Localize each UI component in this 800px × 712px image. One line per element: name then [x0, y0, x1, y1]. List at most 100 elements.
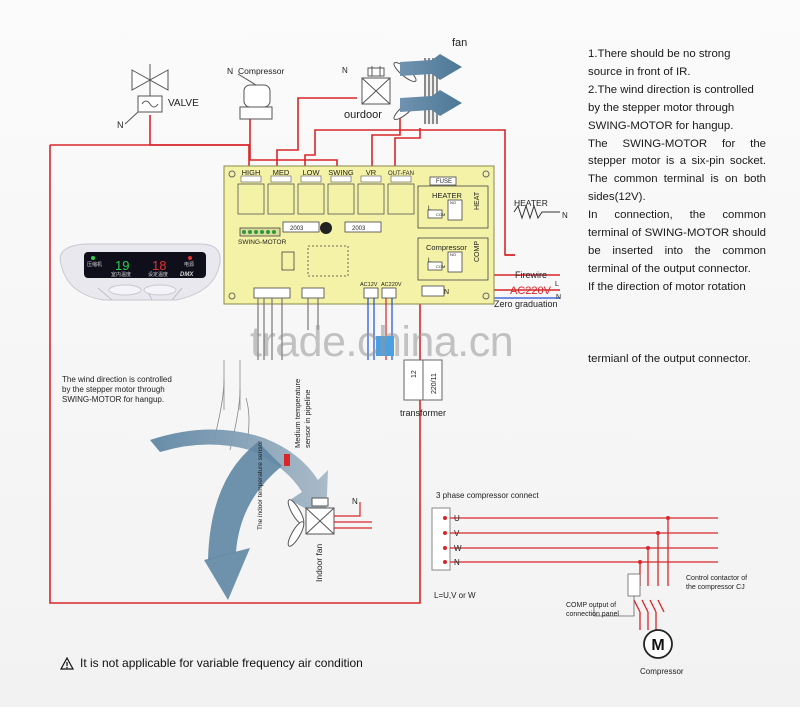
outdoor-fan-motor	[361, 61, 417, 121]
relay-terminal-low	[300, 175, 322, 183]
relay-terminal-swing	[330, 175, 352, 183]
contactor-label-1: Control contactor of	[686, 575, 747, 582]
valve	[124, 64, 169, 125]
relay-out-fan	[387, 183, 415, 215]
board-connectors	[239, 176, 489, 299]
transformer-core	[376, 336, 394, 356]
relay-low	[297, 183, 325, 215]
remote-text-compressor: 压缩机	[87, 261, 102, 268]
note-5: If the direction of motor rotation	[588, 280, 746, 293]
heater-l-label: L	[428, 206, 432, 212]
comp-no-label: NO	[450, 252, 456, 257]
relay-terminal-med	[270, 175, 292, 183]
remote-text-room: 室内温度	[111, 271, 131, 278]
ac12v-label: AC12V	[360, 282, 378, 288]
relay-high	[237, 183, 265, 215]
phase-w-label: W	[454, 544, 462, 553]
relay-label-swing: SWING	[328, 168, 354, 177]
lower-wires	[257, 298, 393, 360]
transformer-label: transformer	[400, 408, 446, 418]
board-n-label: N	[444, 289, 449, 296]
firewire-l-label: L	[555, 281, 559, 288]
transformer-12-label: 12	[411, 370, 418, 378]
transformer-220-label: 220/11	[431, 373, 438, 394]
relay-terminal-vr	[360, 175, 382, 183]
l-uvw-label: L=U,V or W	[434, 591, 476, 600]
note-3: The SWING-MOTOR for the stepper motor is…	[588, 137, 766, 204]
compressor-top-label: Compressor	[238, 66, 284, 76]
indoor-airflow-arrow-head	[204, 548, 250, 600]
comp-l-label: L	[428, 258, 432, 264]
relay-med	[267, 183, 295, 215]
zero-graduation-label: Zero graduation	[494, 299, 558, 309]
comp-output-label-1: COMP output of	[566, 602, 616, 609]
indoor-fan-n-label: N	[352, 497, 358, 506]
heater-resistor	[513, 204, 560, 220]
valve-label: VALVE	[168, 98, 199, 109]
contactor-label-2: the compressor CJ	[686, 584, 745, 591]
ac220v-label: AC220V	[510, 285, 552, 297]
ac220v-board-label: AC220V	[381, 282, 402, 288]
wind-note-line-2: by the stepper motor through	[62, 385, 165, 394]
relay-vr	[357, 183, 385, 215]
phase-v-label: V	[454, 529, 460, 538]
indoor-airflow-arrow-upper	[150, 429, 328, 520]
zero-n-label: N	[556, 294, 561, 301]
warning-icon	[60, 656, 74, 670]
compressor-motor-symbol	[643, 629, 673, 659]
indoor-fan-motor	[287, 497, 335, 547]
wind-note-line-1: The wind direction is controlled	[62, 375, 172, 384]
indoor-fan-wires	[334, 502, 372, 529]
contactor-coil	[627, 573, 641, 597]
relay-label-high: HIGH	[242, 168, 261, 177]
heater-relay-label: HEATER	[432, 191, 462, 200]
compressor-relay-label: Compressor	[426, 243, 467, 252]
remote-text-power: 电源	[184, 261, 194, 268]
chip-label-2: 2003	[352, 226, 366, 232]
remote-room-temp: 19	[115, 258, 129, 273]
comp-output-line	[593, 596, 635, 617]
three-phase-wires	[450, 517, 718, 630]
indoor-sensor-label: The indoor temperature sensor	[257, 440, 264, 530]
comp-output-label-2: connection panel	[566, 611, 619, 618]
heat-label: HEAT	[474, 191, 481, 210]
relay-label-vr: VR	[366, 168, 377, 177]
compressor-n-label: N	[227, 66, 233, 76]
comp-label: COMP	[474, 241, 481, 262]
wind-note-line-3: SWING-MOTOR for hangup.	[62, 395, 164, 404]
note-2: 2.The wind direction is controlled by th…	[588, 83, 754, 132]
relay-terminal-out-fan	[390, 175, 412, 183]
indoor-fan-label: Indoor fan	[314, 543, 324, 582]
pipeline-sensor	[284, 454, 290, 466]
remote-controller	[59, 243, 221, 301]
indoor-airflow-arrow-lower	[208, 442, 282, 560]
warning-text: It is not applicable for variable freque…	[80, 656, 363, 670]
swing-motor-pins	[242, 230, 276, 234]
remote-set-temp: 18	[152, 258, 166, 273]
fuse-label: FUSE	[436, 179, 452, 185]
relay-swing	[327, 183, 355, 215]
fan-arrow-lower	[400, 90, 462, 116]
remote-text-set: 设定温度	[148, 271, 168, 278]
notes-panel: 1.There should be no strong source in fr…	[588, 46, 766, 369]
fan-arrow-upper	[400, 54, 462, 80]
motor-m-label: M	[651, 637, 664, 654]
compressor-bottom-label: Compressor	[640, 667, 684, 676]
heater-label: HEATER	[514, 198, 548, 208]
watermark: trade.china.cn	[250, 318, 514, 366]
note-1: 1.There should be no strong source in fr…	[588, 48, 731, 78]
relay-terminal-high	[240, 175, 262, 183]
relay-label-med: MED	[273, 168, 290, 177]
transformer	[403, 359, 443, 401]
chip-label-1: 2003	[290, 226, 304, 232]
heater-n-label: N	[562, 211, 568, 220]
valve-n-label: N	[117, 120, 124, 130]
note-4: In connection, the common terminal of SW…	[588, 209, 766, 275]
outdoor-label: ourdoor	[344, 109, 382, 121]
phase-n-label: N	[454, 558, 460, 567]
comp-com-label: COM	[436, 264, 445, 269]
compressor-top	[237, 73, 273, 120]
